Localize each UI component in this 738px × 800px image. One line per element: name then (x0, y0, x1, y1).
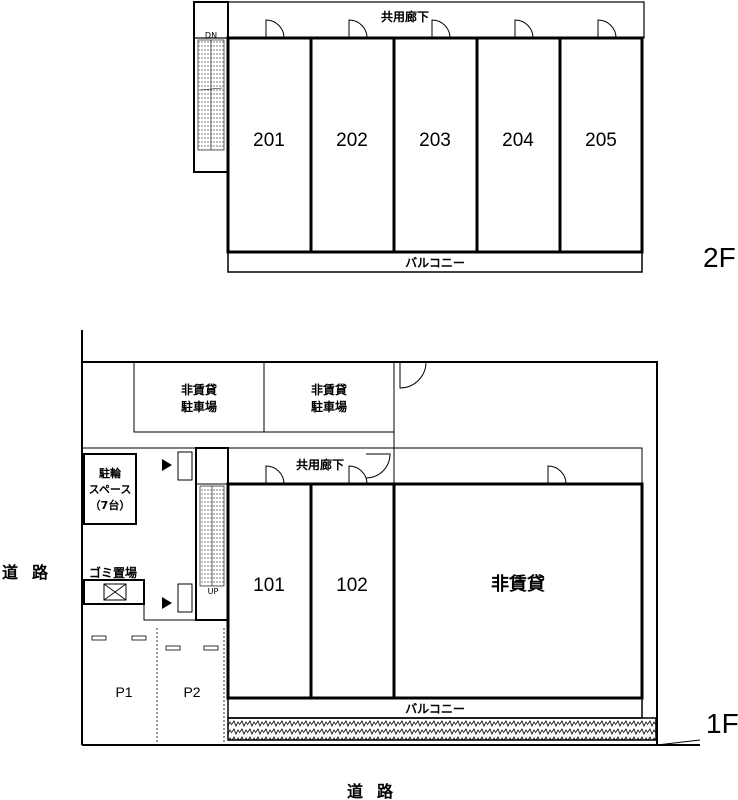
non-rental-parking-1 (133, 361, 265, 433)
bicycle-line-1: 駐輪 (99, 466, 122, 480)
door-1f-top (399, 361, 427, 389)
room-201: 201 (253, 130, 285, 151)
entrance-arrow-top (162, 459, 172, 471)
road-left: 道路 (2, 563, 62, 582)
garbage-label: ゴミ置場 (89, 565, 137, 580)
labels: 共用廊下 DN 201 202 203 204 205 バルコニー 2F 非賃貸… (2, 9, 738, 800)
stair-up-label: UP (208, 587, 219, 596)
doors-1f (265, 453, 567, 485)
floor-label-2f: 2F (703, 242, 736, 273)
corridor-label-2f: 共用廊下 (381, 9, 429, 24)
room-202: 202 (336, 130, 368, 151)
balcony-label-2f: バルコニー (405, 256, 465, 270)
floor-label-1f: 1F (706, 708, 738, 739)
bicycle-line-2: スペース (89, 483, 132, 496)
entrance-arrow-bottom (162, 597, 172, 609)
room-101: 101 (253, 575, 285, 596)
road-bottom: 道路 (347, 782, 407, 800)
parking-1-line-1: 非賃貸 (181, 382, 217, 397)
balcony-label-1f: バルコニー (405, 702, 465, 716)
non-rental-parking-2 (263, 361, 395, 433)
room-203: 203 (419, 130, 451, 151)
corridor-1f (195, 447, 643, 485)
site-boundary (81, 330, 658, 745)
parking-2-line-2: 駐車場 (311, 399, 347, 414)
planting-strip (227, 717, 657, 741)
corridor-label-1f: 共用廊下 (296, 457, 344, 472)
bicycle-space (83, 453, 137, 525)
stair-dn-label: DN (205, 31, 217, 40)
room-205: 205 (585, 130, 617, 151)
floor-2-plan (193, 1, 645, 273)
garbage-area (83, 579, 145, 605)
units-1f (226, 482, 644, 700)
room-204: 204 (502, 130, 534, 151)
bicycle-line-3: （7台） (90, 498, 131, 512)
floor-1-plan (81, 330, 701, 746)
non-rental-unit: 非賃貸 (491, 573, 545, 595)
parking-p1: P1 (115, 684, 132, 700)
balcony-2f (227, 251, 643, 273)
parking-2-line-1: 非賃貸 (311, 382, 347, 397)
room-102: 102 (336, 575, 368, 596)
doors-2f (265, 19, 617, 39)
parking-p2: P2 (183, 684, 200, 700)
parking-1-line-2: 駐車場 (181, 399, 217, 414)
